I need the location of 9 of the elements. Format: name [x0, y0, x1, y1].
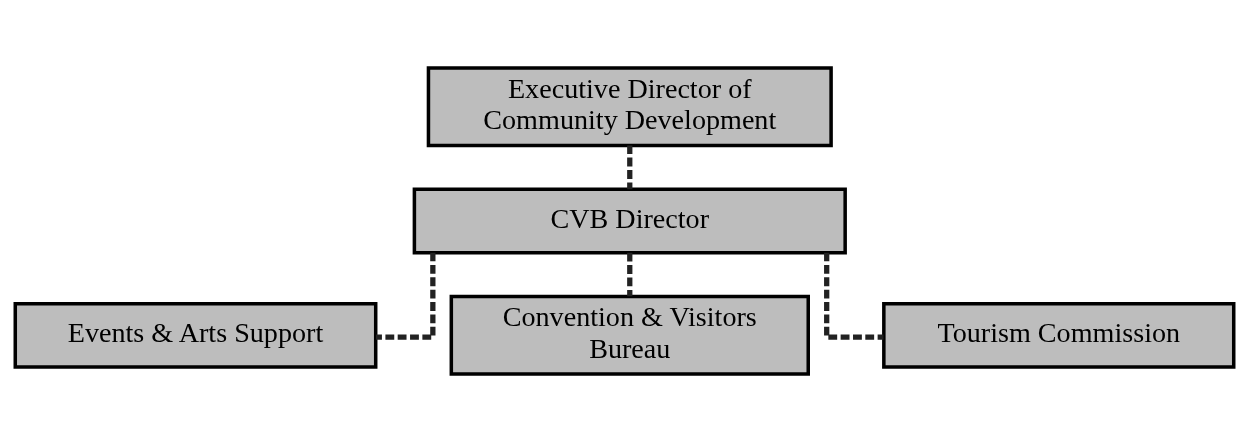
node-box: Tourism Commission: [882, 301, 1236, 369]
node-box: Events & Arts Support: [13, 301, 378, 369]
node-box: CVB Director: [412, 187, 847, 255]
node-box: Executive Director of Community Development: [426, 66, 833, 148]
connector: [376, 252, 436, 340]
connector: [627, 252, 633, 297]
node-box: Convention & Visitors Bureau: [449, 294, 810, 376]
connector: [627, 145, 633, 190]
connector: [824, 252, 884, 340]
